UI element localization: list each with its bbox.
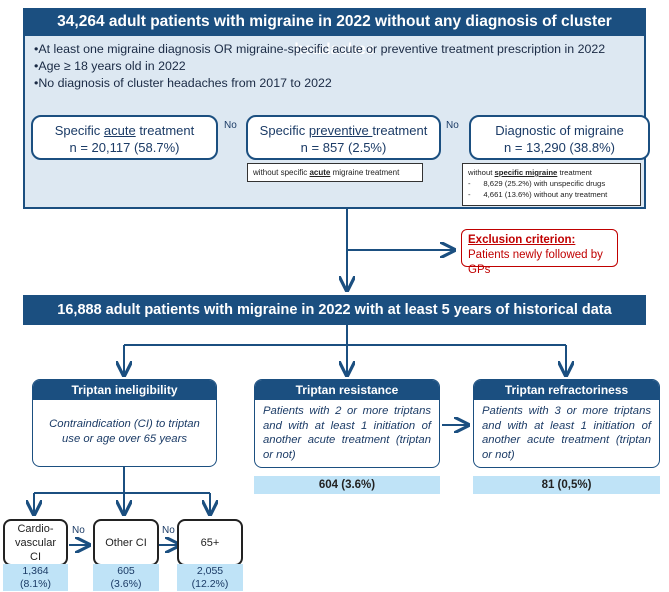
other-ci-count: 605(3.6%) [93,564,159,591]
resistance-description: Patients with 2 or more triptans and wit… [263,405,431,461]
cardiovascular-ci-label: Cardio-vascular CI [15,522,56,563]
ineligibility-title: Triptan ineligibility [33,380,216,400]
other-ci-label: Other CI [105,536,147,549]
triptan-ineligibility-panel: Triptan ineligibility Contraindication (… [32,379,217,467]
age-over-65-count: 2,055(12.2%) [177,564,243,591]
criterion-item: •Age ≥ 18 years old in 2022 [34,59,186,73]
migraine-diagnostic-box: Diagnostic of migraine n = 13,290 (38.8%… [469,115,650,160]
no-label: No [224,120,237,131]
no-label: No [72,525,85,536]
acute-treatment-box: Specific acute treatment n = 20,117 (58.… [31,115,218,160]
preventive-treatment-box: Specific preventive treatment n = 857 (2… [246,115,441,160]
resistance-title: Triptan resistance [255,380,439,400]
preventive-treatment-title: Specific preventive treatment [259,123,428,138]
acute-treatment-title: Specific acute treatment [54,123,195,138]
refractoriness-description: Patients with 3 or more triptans and wit… [482,405,651,461]
no-label: No [162,525,175,536]
preventive-note: without specific acute migraine treatmen… [247,163,423,182]
inclusion-criteria-list: •At least one migraine diagnosis OR migr… [34,41,634,92]
triptan-resistance-panel: Triptan resistance Patients with 2 or mo… [254,379,440,468]
cardiovascular-ci-box: Cardio-vascular CI [3,519,68,566]
age-over-65-box: 65+ [177,519,243,566]
diagnostic-title: Diagnostic of migraine [495,123,624,138]
cardiovascular-ci-count: 1,364(8.1%) [3,564,68,591]
acute-treatment-count: n = 20,117 (58.7%) [69,140,180,155]
preventive-treatment-count: n = 857 (2.5%) [300,140,387,155]
diagnostic-note: without specific migraine treatment - 8,… [462,163,641,206]
cohort-title: 34,264 adult patients with migraine in 2… [23,8,646,58]
diagnostic-count: n = 13,290 (38.8%) [504,140,615,155]
exclusion-criterion-box: Exclusion criterion: Patients newly foll… [461,229,618,276]
exclusion-title: Exclusion criterion: [468,234,576,246]
resistance-count: 604 (3.6%) [254,476,440,494]
age-over-65-label: 65+ [200,536,220,549]
criterion-item: •At least one migraine diagnosis OR migr… [34,42,606,56]
refractoriness-count: 81 (0,5%) [473,476,660,494]
criterion-item: •No diagnosis of cluster headaches from … [34,76,332,90]
historical-cohort-title: 16,888 adult patients with migraine in 2… [23,295,646,325]
no-label: No [446,120,459,131]
triptan-refractoriness-panel: Triptan refractoriness Patients with 3 o… [473,379,660,468]
other-ci-box: Other CI [93,519,159,566]
exclusion-text: Patients newly followed by GPs [468,249,603,276]
ineligibility-description: Contraindication (CI) to triptan use or … [49,418,200,445]
refractoriness-title: Triptan refractoriness [474,380,659,400]
